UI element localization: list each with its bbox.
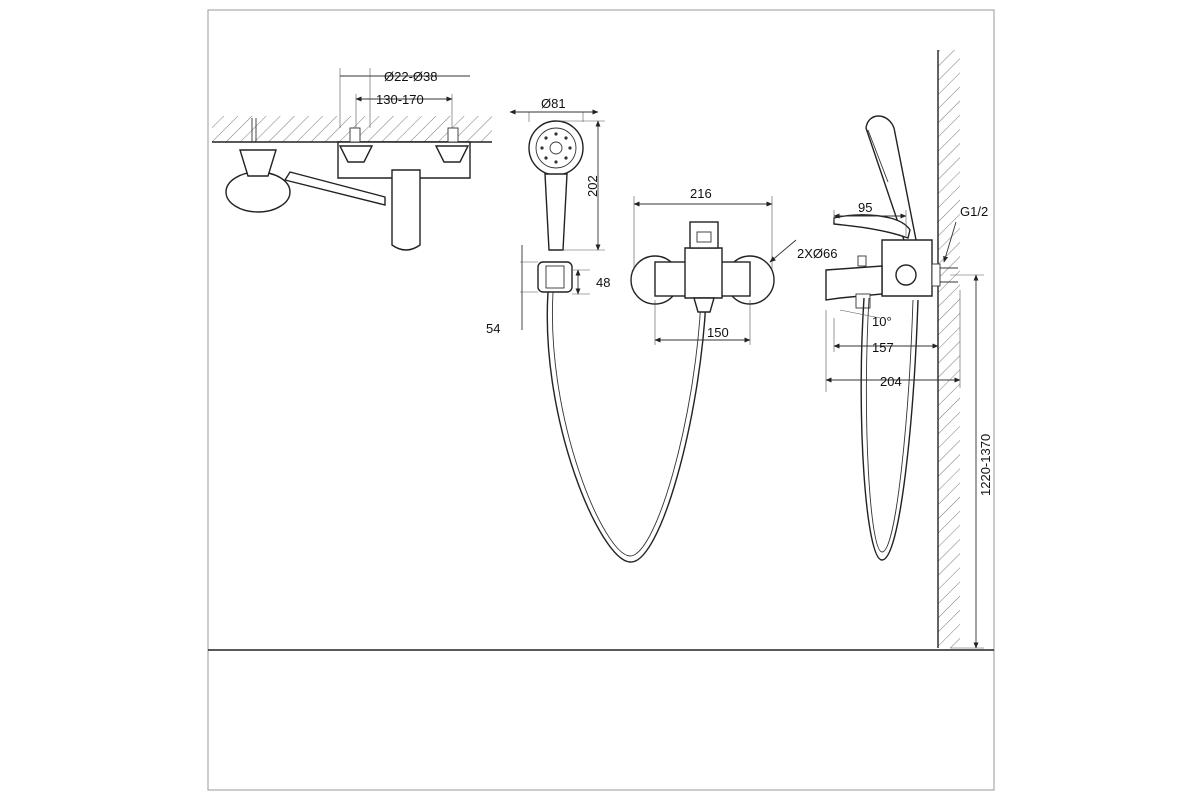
dim-inlet-diameter: Ø22-Ø38 [384, 69, 437, 84]
hand-shower-view: Ø81 202 48 54 [486, 96, 707, 563]
shower-head-top [225, 171, 291, 213]
dim-head-length: 202 [585, 175, 600, 197]
dim-body-width: 216 [690, 186, 712, 201]
dim-holder-offset: 54 [486, 321, 500, 336]
dim-holder-height: 48 [596, 275, 610, 290]
drawing-frame [207, 9, 995, 791]
dim-flange-diameter: 2XØ66 [797, 246, 837, 261]
wall-hatch-side [938, 50, 960, 648]
dim-total-depth: 204 [880, 374, 902, 389]
dim-mount-height: 1220-1370 [978, 434, 993, 496]
dim-center-distance: 130-170 [376, 92, 424, 107]
shower-holder [537, 261, 573, 293]
spout-top [391, 169, 421, 251]
dim-thread: G1/2 [960, 204, 988, 219]
spout-side [825, 265, 883, 301]
dim-spout-reach: 157 [872, 340, 894, 355]
side-view: 95 G1/2 10° 157 204 1220-1370 [825, 50, 993, 649]
top-view: Ø22-Ø38 130-170 [212, 68, 492, 251]
front-view: 216 2XØ66 150 [630, 186, 837, 345]
dim-spout-angle: 10° [872, 314, 892, 329]
dim-head-diameter: Ø81 [541, 96, 566, 111]
dim-lever-length: 95 [858, 200, 872, 215]
shower-head-front [528, 120, 584, 176]
dim-connection-spacing: 150 [707, 325, 729, 340]
